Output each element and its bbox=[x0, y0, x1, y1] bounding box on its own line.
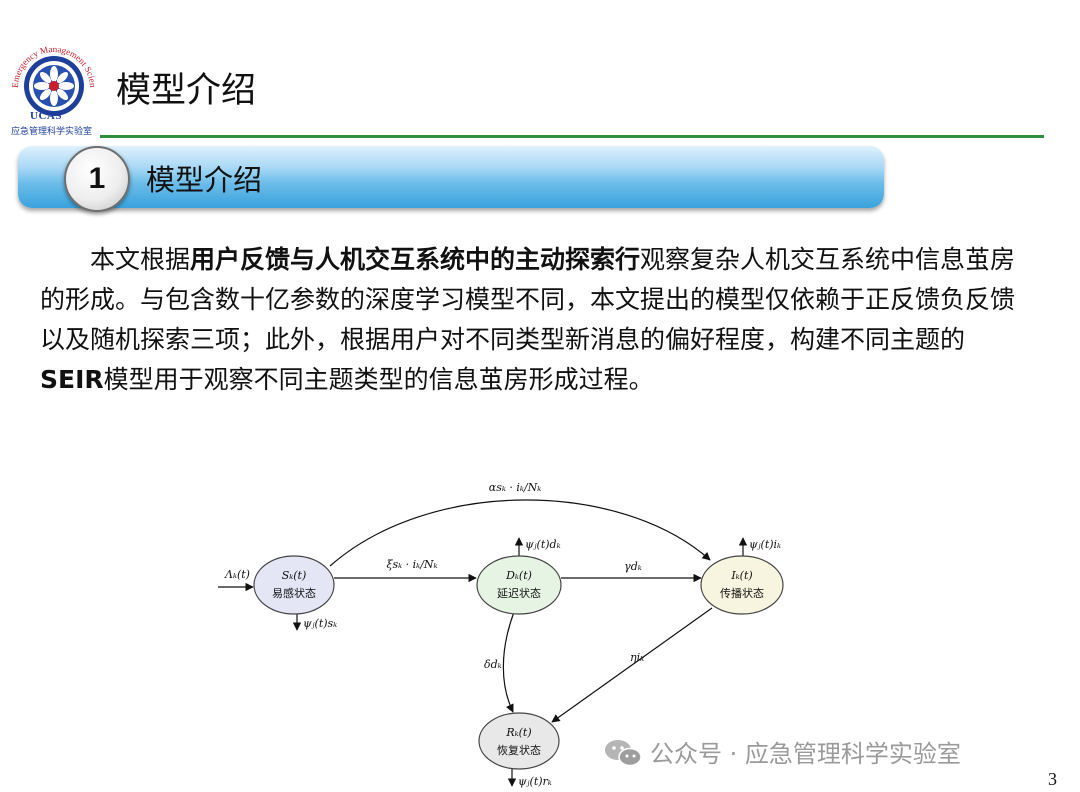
node-r-state: 恢复状态 bbox=[497, 743, 541, 757]
label-s-out: ψⱼ(t)sₖ bbox=[303, 617, 337, 630]
node-delayed: Dₖ(t) 延迟状态 bbox=[476, 555, 562, 615]
node-d-symbol: Dₖ(t) bbox=[505, 569, 532, 582]
lab-logo: Emergency Management Science Laboratory bbox=[8, 36, 98, 116]
body-paragraph: 本文根据用户反馈与人机交互系统中的主动探索行观察复杂人机交互系统中信息茧房的形成… bbox=[40, 240, 1020, 400]
label-i-to-r: ηiₖ bbox=[630, 651, 644, 664]
node-s-state: 易感状态 bbox=[272, 586, 316, 600]
watermark-text: 公众号 · 应急管理科学实验室 bbox=[650, 740, 961, 768]
edge-s-to-i bbox=[329, 499, 711, 567]
wechat-icon bbox=[605, 740, 642, 767]
label-d-out: ψⱼ(t)dₖ bbox=[525, 538, 561, 551]
node-i-state: 传播状态 bbox=[720, 586, 764, 600]
page-title: 模型介绍 bbox=[116, 71, 257, 111]
node-r-symbol: Rₖ(t) bbox=[505, 726, 531, 739]
node-d-state: 延迟状态 bbox=[497, 586, 541, 600]
label-d-to-i: γdₖ bbox=[624, 560, 642, 573]
section-header-bar bbox=[18, 146, 884, 208]
label-s-to-i: αsₖ · iₖ/Nₖ bbox=[489, 481, 541, 494]
edge-i-to-r bbox=[551, 607, 713, 723]
label-d-to-r: δdₖ bbox=[484, 658, 502, 671]
edge-d-to-r bbox=[502, 611, 515, 713]
node-susceptible: Sₖ(t) 易感状态 bbox=[253, 555, 335, 615]
node-s-symbol: Sₖ(t) bbox=[282, 569, 307, 582]
label-s-to-d: ξsₖ · iₖ/Nₖ bbox=[386, 558, 437, 571]
node-recovered: Rₖ(t) 恢复状态 bbox=[478, 712, 560, 770]
label-i-out: ψⱼ(t)iₖ bbox=[749, 538, 781, 551]
body-text-seir: SEIR bbox=[40, 365, 104, 394]
node-infected: Iₖ(t) 传播状态 bbox=[700, 555, 784, 615]
label-inflow: Λₖ(t) bbox=[224, 568, 250, 581]
body-text-2: 观察复杂人机交互系统中信息茧房的形成。与包含数十亿参数的深度学习模型不同，本文提… bbox=[40, 245, 1016, 354]
logo-ucas-text: UCAS bbox=[30, 110, 62, 122]
node-i-symbol: Iₖ(t) bbox=[730, 569, 752, 582]
body-text-1: 本文根据 bbox=[90, 245, 191, 274]
section-title: 模型介绍 bbox=[146, 163, 263, 197]
body-text-bold: 用户反馈与人机交互系统中的主动探索行 bbox=[190, 245, 641, 274]
body-text-3: 模型用于观察不同主题类型的信息茧房形成过程。 bbox=[103, 365, 654, 394]
header-divider bbox=[100, 135, 1044, 138]
label-r-out: ψⱼ(t)rₖ bbox=[518, 775, 552, 788]
page-number: 3 bbox=[1048, 769, 1057, 789]
section-number-badge: 1 bbox=[64, 146, 130, 212]
logo-lab-text: 应急管理科学实验室 bbox=[11, 127, 93, 137]
